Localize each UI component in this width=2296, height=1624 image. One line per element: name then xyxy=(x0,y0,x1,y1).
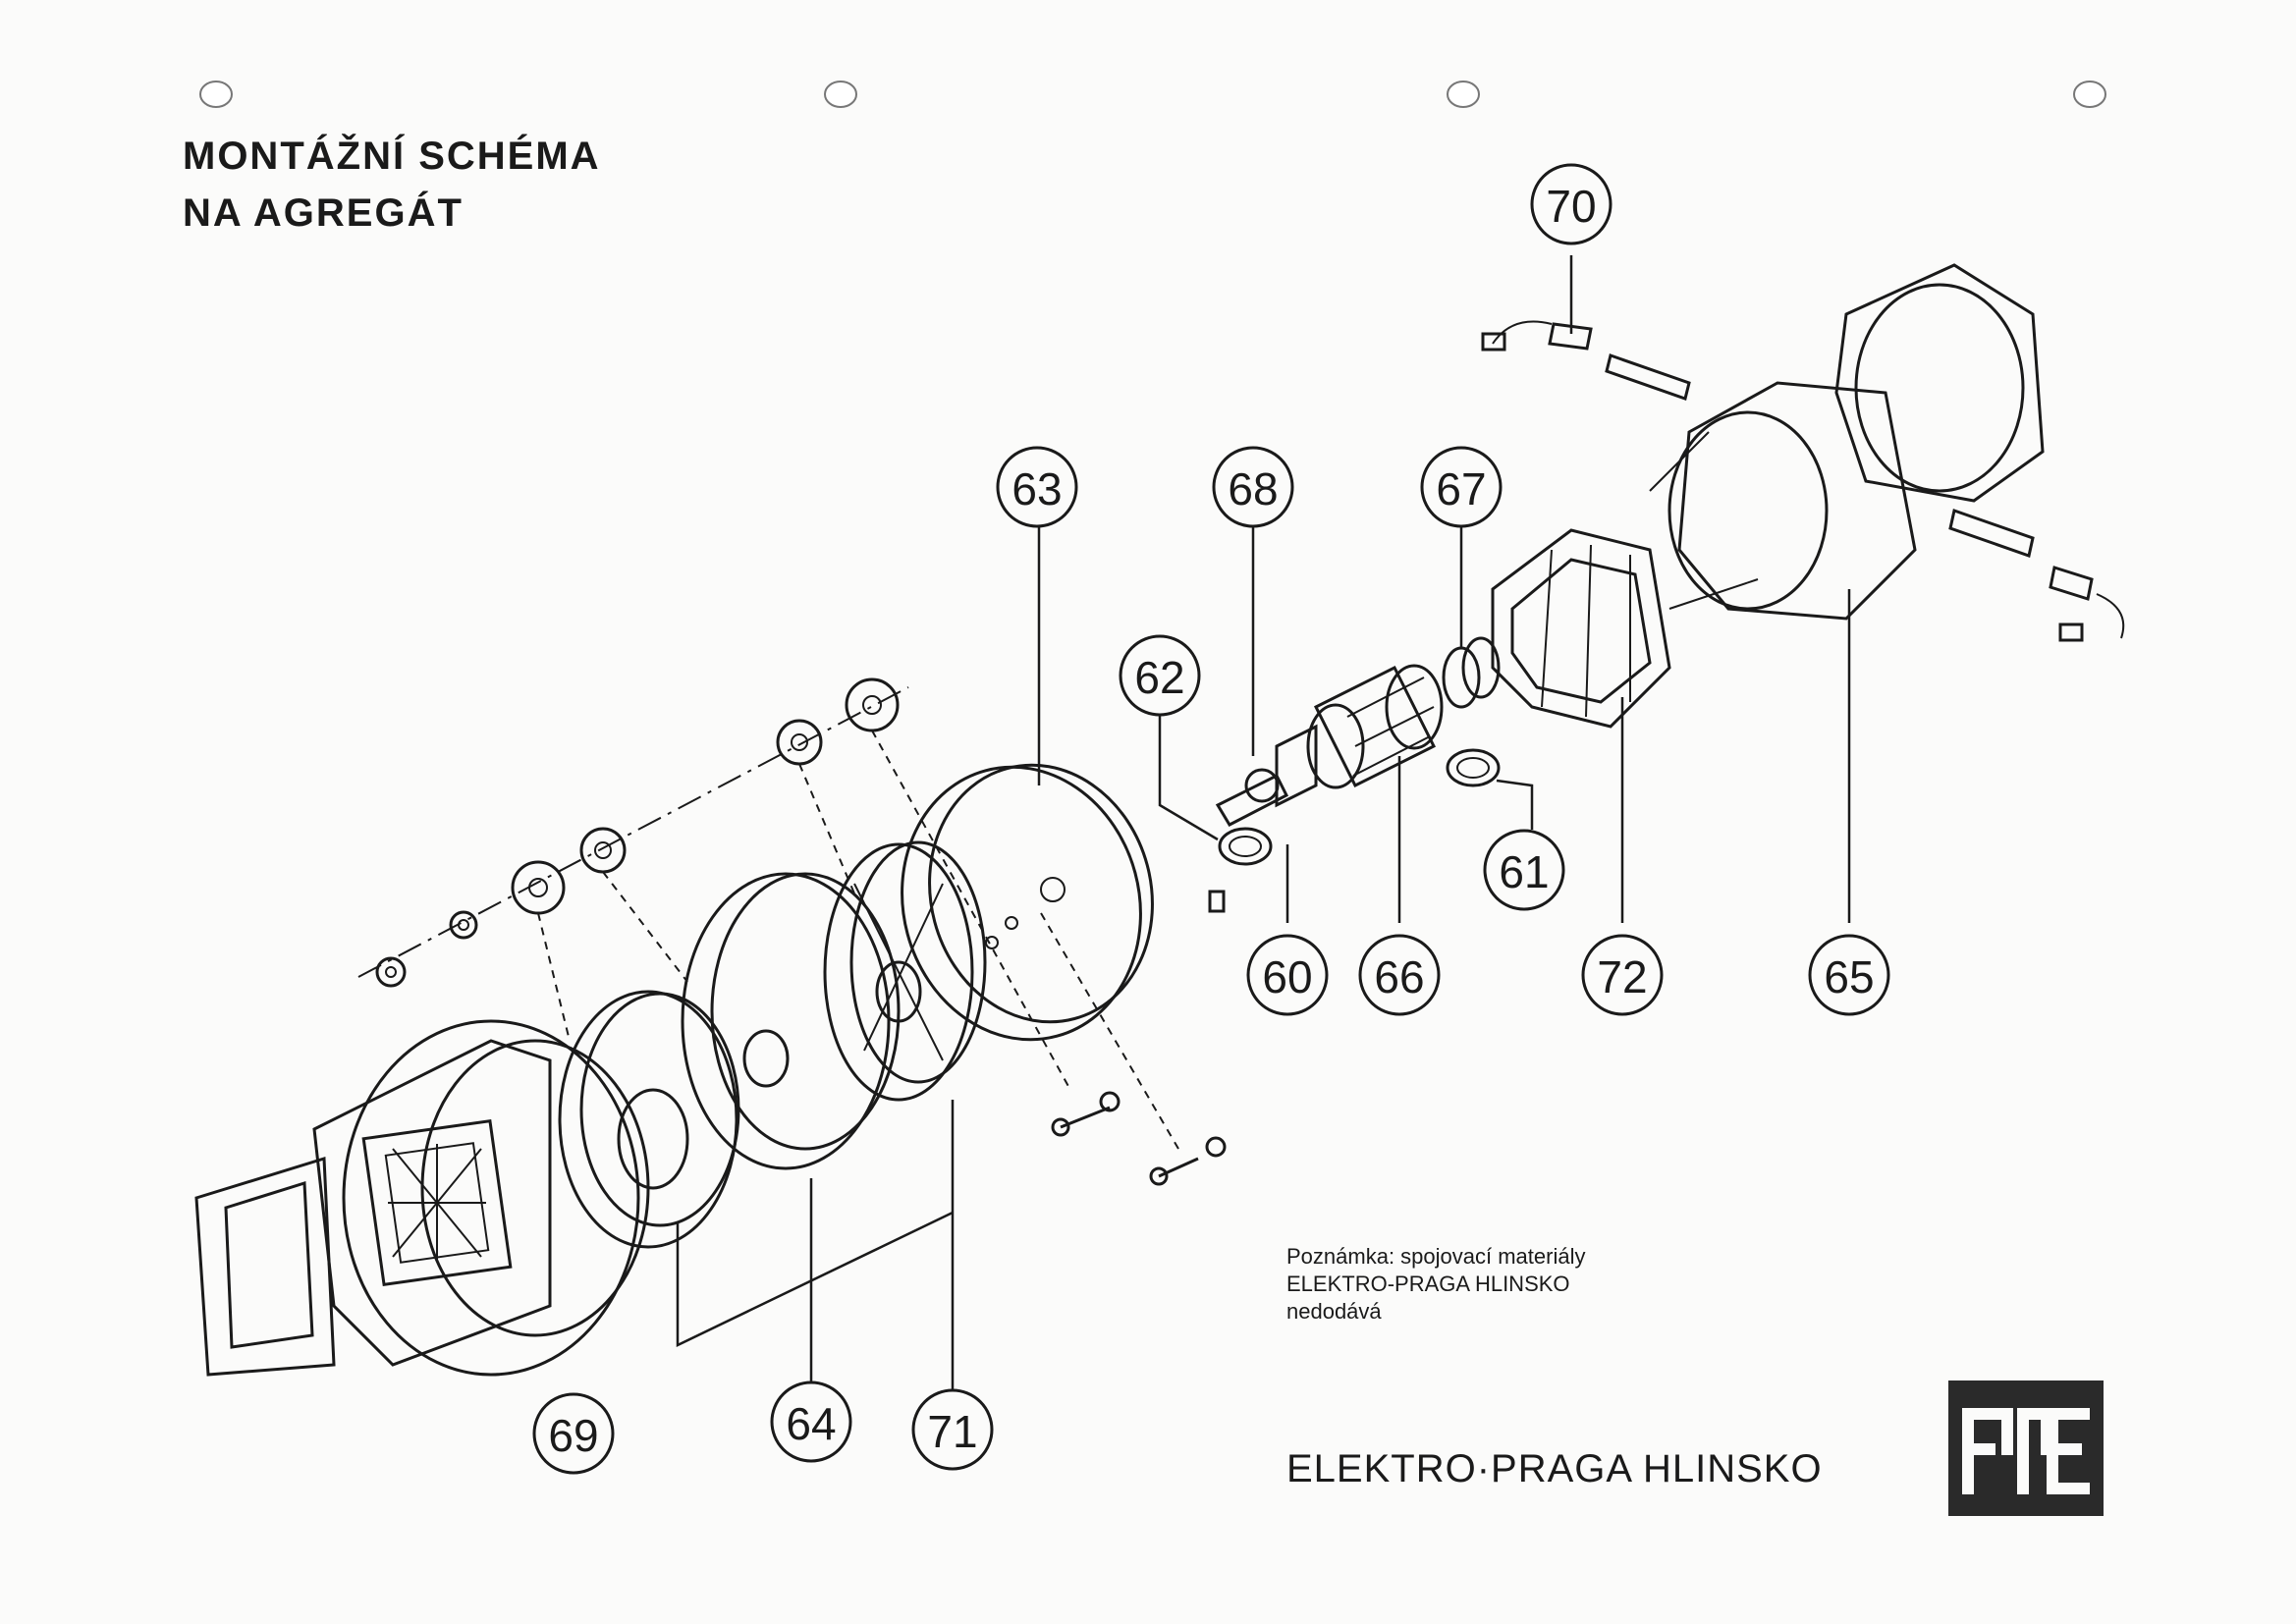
part-65-motor-housing xyxy=(1649,263,2045,621)
title-line-2: NA AGREGÁT xyxy=(183,191,464,235)
svg-text:69: 69 xyxy=(548,1410,598,1461)
assembly-axis xyxy=(357,686,909,978)
callout-67: 67 xyxy=(1420,446,1503,528)
callout-62: 62 xyxy=(1119,634,1201,717)
callout-70: 70 xyxy=(1530,163,1613,245)
part-63-end-shield xyxy=(901,763,1154,1042)
part-62-bearing-ring xyxy=(1218,827,1273,866)
part-66-rotor xyxy=(1306,664,1444,789)
note-line-2: ELEKTRO-PRAGA HLINSKO xyxy=(1286,1272,1570,1296)
note-line-1: Poznámka: spojovací materiály xyxy=(1286,1244,1586,1269)
svg-text:70: 70 xyxy=(1546,181,1596,232)
part-64-fan-discs xyxy=(558,872,901,1249)
svg-text:72: 72 xyxy=(1597,951,1647,1002)
part-72-stator xyxy=(1491,528,1671,729)
company-logo xyxy=(1948,1380,2104,1516)
screws-and-nuts xyxy=(1051,890,1227,1186)
svg-text:66: 66 xyxy=(1374,951,1424,1002)
callout-68: 68 xyxy=(1212,446,1294,528)
callout-72: 72 xyxy=(1581,934,1664,1016)
callout-61: 61 xyxy=(1483,829,1565,911)
leader-lines xyxy=(676,255,1851,1399)
svg-text:63: 63 xyxy=(1011,463,1062,514)
svg-text:62: 62 xyxy=(1134,652,1184,703)
callout-69: 69 xyxy=(532,1392,615,1475)
logo-mark-icon xyxy=(1962,1408,2090,1494)
part-67-bearing xyxy=(1442,636,1501,709)
part-61-ring xyxy=(1446,748,1501,787)
page-title: MONTÁŽNÍ SCHÉMA NA AGREGÁT xyxy=(183,128,601,242)
punch-holes xyxy=(199,81,2106,108)
part-70-carbon-brushes xyxy=(1481,320,2125,642)
callout-60: 60 xyxy=(1246,934,1329,1016)
part-68-shaft-end xyxy=(1215,724,1318,827)
callout-65: 65 xyxy=(1808,934,1890,1016)
title-line-1: MONTÁŽNÍ SCHÉMA xyxy=(183,135,601,178)
callout-64: 64 xyxy=(770,1380,852,1463)
svg-text:65: 65 xyxy=(1824,951,1874,1002)
svg-text:67: 67 xyxy=(1436,463,1486,514)
company-name: ELEKTRO·PRAGA HLINSKO xyxy=(1286,1447,1823,1490)
callout-66: 66 xyxy=(1358,934,1441,1016)
note-line-3: nedodává xyxy=(1286,1299,1382,1324)
svg-text:68: 68 xyxy=(1228,463,1278,514)
part-69-housing xyxy=(194,1019,650,1377)
svg-text:64: 64 xyxy=(786,1398,836,1449)
part-71-impeller xyxy=(823,840,987,1102)
washer-set xyxy=(375,677,900,988)
svg-text:60: 60 xyxy=(1262,951,1312,1002)
svg-text:71: 71 xyxy=(927,1406,977,1457)
callout-71: 71 xyxy=(911,1388,994,1471)
supply-note: Poznámka: spojovací materiály ELEKTRO-PR… xyxy=(1286,1243,1585,1326)
assembly-guides xyxy=(537,730,1179,1150)
callout-63: 63 xyxy=(996,446,1078,528)
svg-text:61: 61 xyxy=(1499,846,1549,897)
